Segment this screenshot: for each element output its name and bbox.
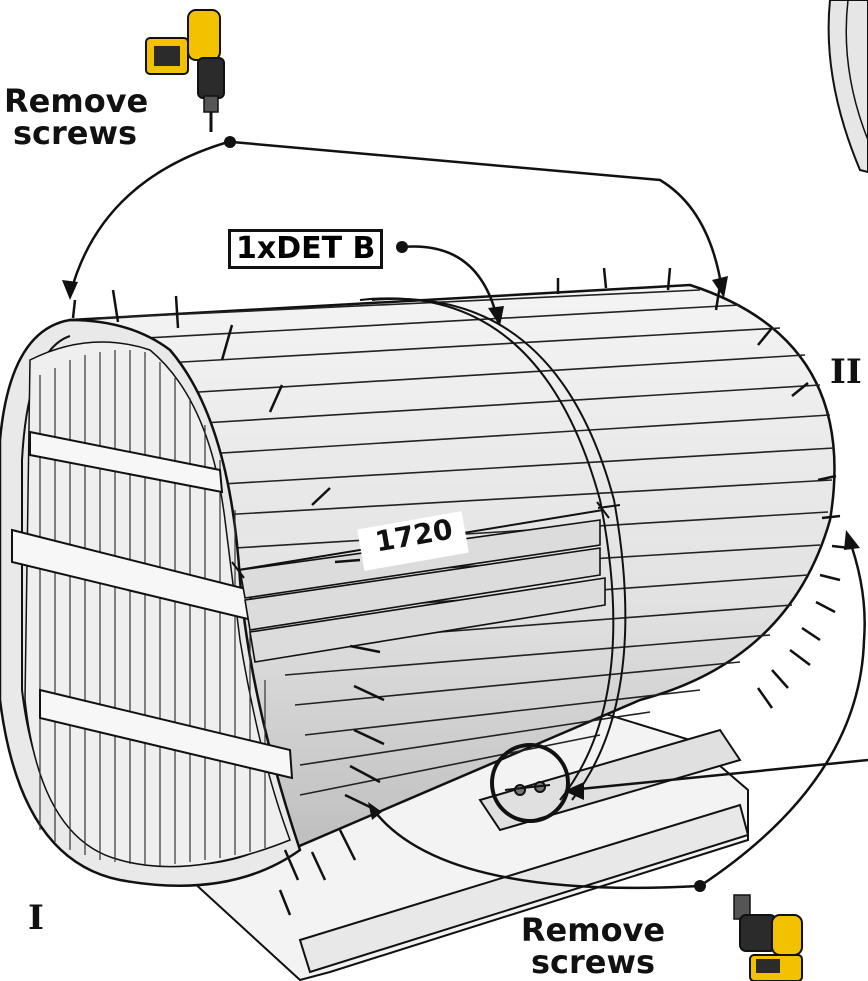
screws-top (71, 267, 851, 916)
back-wall (11, 341, 294, 868)
arrows-top (68, 140, 724, 323)
dimension-label-bg (357, 511, 469, 571)
remove-screws-label-top: Remove screws (4, 82, 149, 152)
power-drill-icon (733, 894, 803, 981)
power-drill-icon (145, 9, 225, 132)
arrow-origin-dot (224, 136, 236, 148)
part-callout-text: 1xDET B (236, 231, 376, 266)
part-callout-box: 1xDET B (228, 229, 384, 269)
label-line-2: screws (530, 943, 656, 981)
steel-band (359, 297, 627, 801)
arrowheads-bottom (368, 530, 860, 820)
arrow-origin-dot-bottom (694, 880, 706, 892)
detail-circle (490, 743, 570, 823)
barrel-end-partial (827, 0, 868, 174)
remove-screws-label-bottom: Remove screws (518, 914, 668, 978)
band-bolts (504, 781, 551, 796)
shell-staves (99, 289, 835, 796)
callout-dot (396, 241, 408, 253)
label-line-1: Remove (520, 911, 666, 949)
label-line-2: screws (12, 114, 138, 152)
arrows-bottom (370, 535, 868, 890)
view-label-ii: II (830, 352, 862, 392)
arrowheads-top (62, 276, 728, 326)
label-line-1: Remove (4, 82, 149, 120)
view-label-i: I (28, 898, 44, 938)
